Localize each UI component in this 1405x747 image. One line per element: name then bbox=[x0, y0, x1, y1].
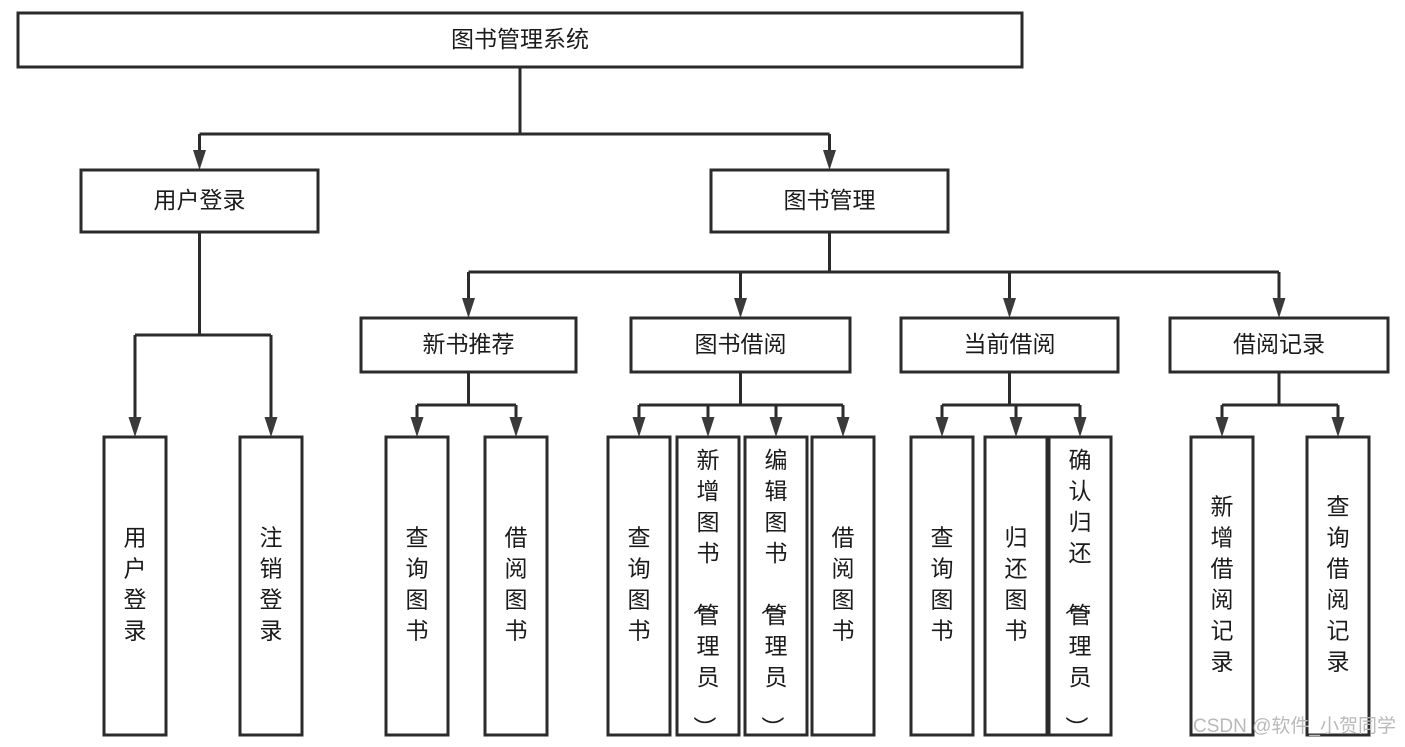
node-leaf-query-book-1[interactable]: 查询图书 bbox=[384, 435, 450, 737]
arrow-head-icon bbox=[1272, 298, 1286, 318]
connector-group bbox=[462, 232, 1286, 318]
node-box bbox=[1305, 435, 1371, 737]
node-label: 新书推荐 bbox=[423, 331, 515, 357]
arrow-head-icon bbox=[1331, 417, 1345, 437]
node-label: 注销登录 bbox=[260, 525, 283, 644]
node-label: 查询图书 bbox=[931, 525, 954, 644]
node-label: 新增借阅记录 bbox=[1211, 494, 1234, 675]
node-leaf-query-book-3[interactable]: 查询图书 bbox=[909, 435, 975, 737]
arrow-head-icon bbox=[410, 417, 424, 437]
connector-group bbox=[410, 372, 523, 437]
node-current-borrow[interactable]: 当前借阅 bbox=[899, 316, 1120, 374]
node-leaf-confirm-return[interactable]: 确认归还（管理员） bbox=[1047, 435, 1113, 739]
connectors-layer bbox=[128, 67, 1345, 437]
arrow-head-icon bbox=[128, 417, 142, 437]
node-leaf-user-login[interactable]: 用户登录 bbox=[102, 435, 168, 737]
node-leaf-edit-book[interactable]: 编辑图书（管理员） bbox=[743, 435, 809, 739]
node-box bbox=[743, 435, 809, 737]
node-box bbox=[709, 168, 950, 234]
arrow-head-icon bbox=[1009, 417, 1023, 437]
node-box bbox=[384, 435, 450, 737]
node-box bbox=[79, 168, 320, 234]
node-box bbox=[16, 11, 1024, 69]
node-label: 用户登录 bbox=[154, 187, 246, 213]
node-box bbox=[238, 435, 304, 737]
arrow-head-icon bbox=[734, 298, 747, 318]
node-box bbox=[359, 316, 578, 374]
node-box bbox=[675, 435, 741, 737]
node-label: 确认归还（管理员） bbox=[1064, 447, 1092, 739]
node-leaf-query-record[interactable]: 查询借阅记录 bbox=[1305, 435, 1371, 737]
arrow-head-icon bbox=[935, 417, 949, 437]
node-label: 借阅图书 bbox=[505, 525, 528, 644]
node-label: 借阅图书 bbox=[832, 525, 855, 644]
nodes-layer: 图书管理系统用户登录图书管理新书推荐图书借阅当前借阅借阅记录用户登录注销登录查询… bbox=[16, 11, 1390, 739]
node-label: 图书借阅 bbox=[695, 331, 787, 357]
node-box bbox=[909, 435, 975, 737]
arrow-head-icon bbox=[264, 417, 278, 437]
node-root[interactable]: 图书管理系统 bbox=[16, 11, 1024, 69]
node-user-login[interactable]: 用户登录 bbox=[79, 168, 320, 234]
arrow-head-icon bbox=[769, 417, 783, 437]
node-book-manage[interactable]: 图书管理 bbox=[709, 168, 950, 234]
node-label: 编辑图书（管理员） bbox=[760, 447, 788, 739]
node-leaf-query-book-2[interactable]: 查询图书 bbox=[606, 435, 672, 737]
node-label: 新增图书（管理员） bbox=[692, 447, 720, 739]
node-label: 当前借阅 bbox=[964, 331, 1056, 357]
node-box bbox=[1189, 435, 1255, 737]
arrow-head-icon bbox=[193, 150, 206, 170]
node-box bbox=[983, 435, 1049, 737]
arrow-head-icon bbox=[509, 417, 523, 437]
node-leaf-add-record[interactable]: 新增借阅记录 bbox=[1189, 435, 1255, 737]
node-book-borrow[interactable]: 图书借阅 bbox=[629, 316, 852, 374]
node-box bbox=[1047, 435, 1113, 737]
node-label: 查询图书 bbox=[628, 525, 651, 644]
node-box bbox=[629, 316, 852, 374]
arrow-head-icon bbox=[701, 417, 715, 437]
node-label: 用户登录 bbox=[124, 525, 147, 644]
node-box bbox=[606, 435, 672, 737]
connector-group bbox=[632, 372, 850, 437]
connector-group bbox=[193, 67, 836, 170]
node-label: 查询借阅记录 bbox=[1327, 494, 1350, 675]
node-borrow-record[interactable]: 借阅记录 bbox=[1168, 316, 1390, 374]
node-label: 图书管理 bbox=[784, 187, 876, 213]
node-leaf-borrow-book-2[interactable]: 借阅图书 bbox=[810, 435, 876, 737]
node-label: 归还图书 bbox=[1005, 525, 1028, 644]
arrow-head-icon bbox=[1215, 417, 1229, 437]
node-box bbox=[1168, 316, 1390, 374]
node-leaf-add-book[interactable]: 新增图书（管理员） bbox=[675, 435, 741, 739]
node-leaf-borrow-book-1[interactable]: 借阅图书 bbox=[483, 435, 549, 737]
node-box bbox=[102, 435, 168, 737]
node-label: 图书管理系统 bbox=[451, 26, 589, 52]
node-new-book-rec[interactable]: 新书推荐 bbox=[359, 316, 578, 374]
connector-group bbox=[935, 372, 1087, 437]
node-box bbox=[899, 316, 1120, 374]
arrow-head-icon bbox=[1073, 417, 1087, 437]
node-label: 查询图书 bbox=[406, 525, 429, 644]
arrow-head-icon bbox=[836, 417, 850, 437]
node-box bbox=[483, 435, 549, 737]
arrow-head-icon bbox=[823, 150, 836, 170]
csdn-watermark: CSDN @软件_小贺同学 bbox=[1193, 715, 1396, 737]
connector-group bbox=[128, 232, 278, 437]
node-box bbox=[810, 435, 876, 737]
node-leaf-user-logout[interactable]: 注销登录 bbox=[238, 435, 304, 737]
node-label: 借阅记录 bbox=[1233, 331, 1325, 357]
arrow-head-icon bbox=[462, 298, 475, 318]
connector-group bbox=[1215, 372, 1345, 437]
arrow-head-icon bbox=[1003, 298, 1016, 318]
arrow-head-icon bbox=[632, 417, 646, 437]
node-leaf-return-book[interactable]: 归还图书 bbox=[983, 435, 1049, 737]
